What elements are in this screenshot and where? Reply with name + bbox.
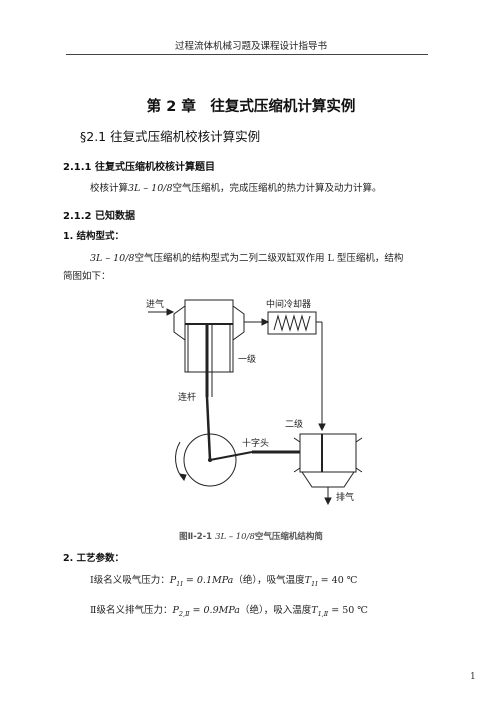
s211-text-b: 空气压缩机，完成压缩机的热力计算及动力计算。 — [172, 183, 382, 194]
param2-line: Ⅱ级名义排气压力：P2,Ⅱ = 0.9MPa（绝），吸入温度T1,Ⅱ = 50 … — [90, 602, 368, 618]
param2-t-value: = 50 ℃ — [328, 605, 368, 616]
intercooler-box — [267, 311, 317, 335]
item1-text: 空气压缩机的结构型式为二列二级双缸双作用 L 型压缩机，结构 — [134, 253, 404, 264]
figure-caption-text: 空气压缩机结构简 — [254, 532, 323, 542]
param1-sub: 1Ⅰ — [176, 579, 183, 588]
section-heading: 往复式压缩机校核计算实例 — [110, 129, 261, 144]
item1-label: 1. 结构型式： — [63, 231, 125, 242]
param2-t-symbol: T — [311, 605, 318, 616]
label-stage2: 二级 — [285, 418, 303, 430]
s211-model: 3L – 10/8 — [128, 183, 173, 194]
subsection-2-1-2-heading: 2.1.2 已知数据 — [63, 211, 135, 222]
param1-symbol: P — [169, 575, 177, 586]
label-crosshead: 十字头 — [242, 437, 269, 449]
param2-value: = 0.9MPa — [189, 605, 240, 616]
param1-t-value: = 40 ℃ — [317, 575, 358, 586]
page-number: 1 — [470, 672, 476, 682]
label-exhaust: 排气 — [336, 491, 354, 503]
label-stage1: 一级 — [238, 353, 256, 365]
compressor-structure-diagram: 进气 中间冷却器 一级 二级 连杆 十字头 排气 — [146, 298, 363, 506]
param1-line: Ⅰ级名义吸气压力：P1Ⅰ = 0.1MPa（绝），吸气温度T1Ⅰ = 40 ℃ — [90, 572, 357, 588]
item1-paragraph: 3L – 10/8空气压缩机的结构型式为二列二级双缸双作用 L 型压缩机，结构 — [90, 250, 403, 264]
header-rule — [66, 54, 428, 55]
figure-model: 3L – 10/8 — [215, 532, 255, 542]
figure-caption: 图Ⅱ-2-1 3L – 10/8空气压缩机结构简 — [0, 530, 502, 542]
param2-sub: 2,Ⅱ — [178, 609, 190, 618]
param1-value: = 0.1MPa — [182, 575, 234, 586]
param1-text-a: Ⅰ级名义吸气压力： — [90, 575, 170, 586]
running-header: 过程流体机械习题及课程设计指导书 — [174, 41, 327, 52]
label-intercooler: 中间冷却器 — [266, 298, 311, 310]
item1-model: 3L – 10/8 — [90, 253, 135, 264]
subsection-2-1-1-heading: 2.1.1 往复式压缩机校核计算题目 — [63, 162, 215, 173]
label-intake: 进气 — [146, 298, 164, 310]
stage1-cylinder — [184, 299, 234, 373]
s211-text-a: 校核计算 — [90, 183, 129, 194]
param1-t-symbol: T — [304, 575, 311, 586]
param1-text-b: （绝），吸气温度 — [233, 575, 305, 586]
stage2-cylinder — [299, 433, 357, 473]
s211-paragraph: 校核计算3L – 10/8空气压缩机，完成压缩机的热力计算及动力计算。 — [90, 180, 382, 194]
param2-t-sub: 1,Ⅱ — [317, 609, 329, 618]
label-conrod: 连杆 — [178, 391, 196, 403]
item1-paragraph-cont: 简图如下： — [63, 271, 111, 282]
param1-t-sub: 1Ⅰ — [310, 579, 318, 588]
section-number: §2.1 — [80, 129, 107, 144]
param2-symbol: P — [172, 605, 179, 616]
item2-label: 2. 工艺参数： — [63, 553, 125, 564]
figure-label: 图Ⅱ-2-1 — [179, 532, 213, 542]
param2-text-b: （绝），吸入温度 — [239, 605, 312, 616]
section-title: §2.1 往复式压缩机校核计算实例 — [80, 126, 260, 145]
param2-text-a: Ⅱ级名义排气压力： — [90, 605, 173, 616]
chapter-title: 第 2 章 往复式压缩机计算实例 — [146, 99, 356, 115]
